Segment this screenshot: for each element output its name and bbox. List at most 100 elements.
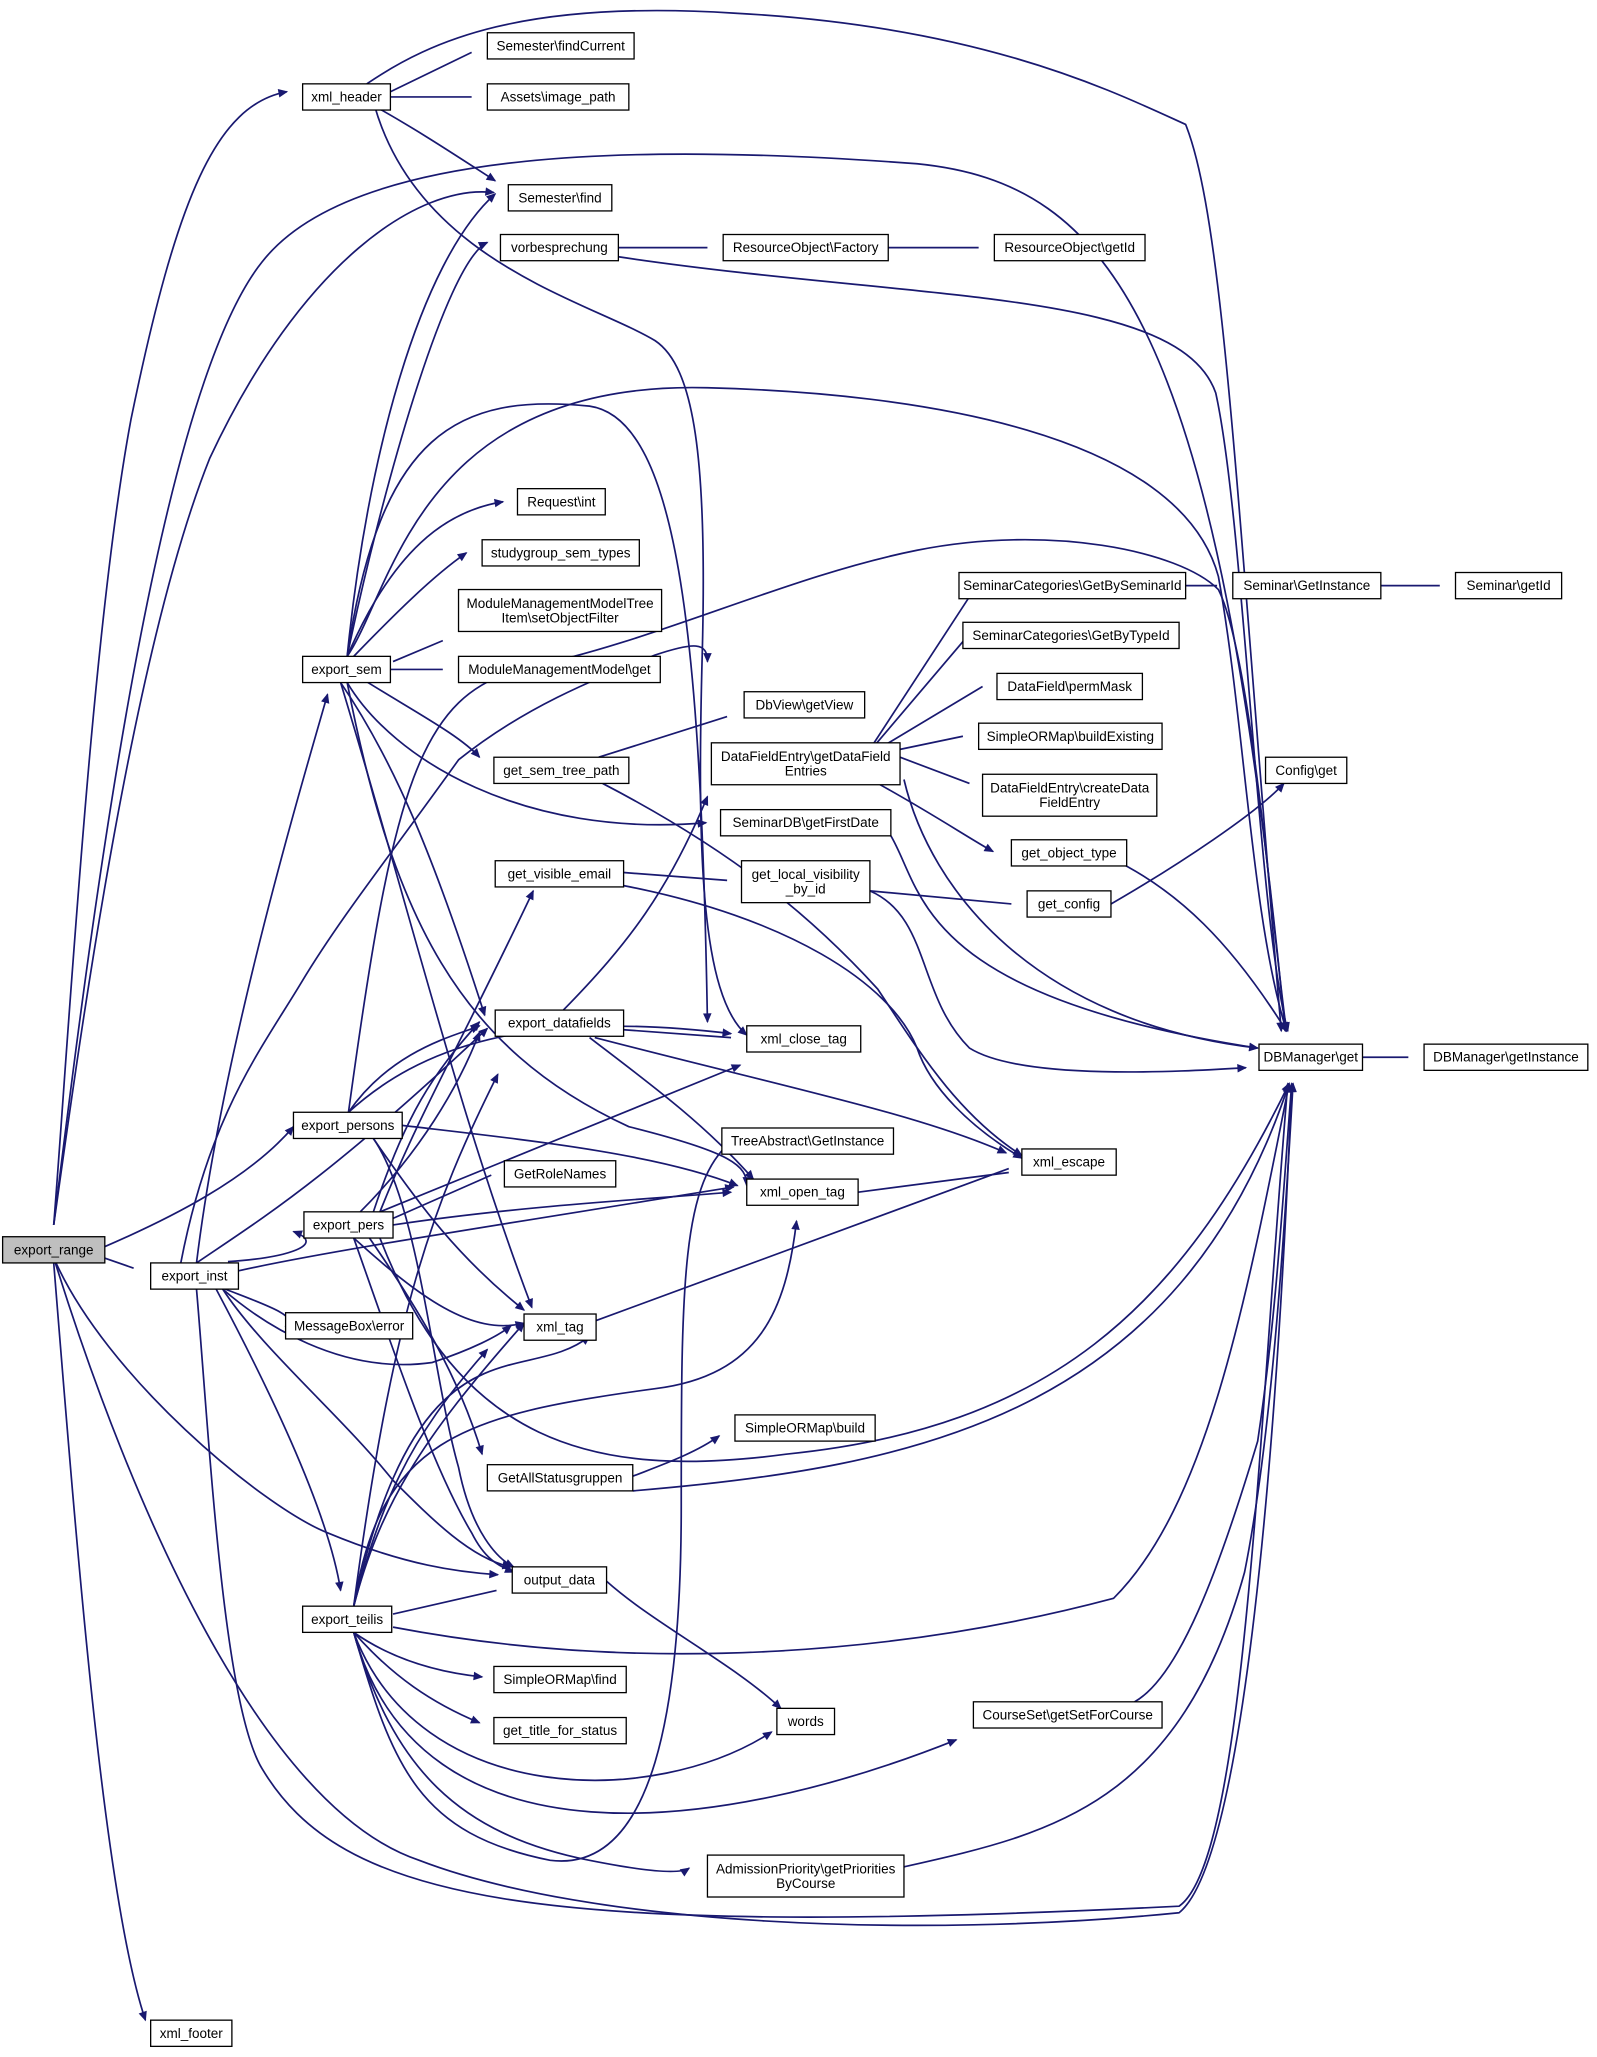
node-export-range[interactable]: export_range	[1, 1236, 106, 1264]
arrowhead	[771, 1699, 782, 1710]
node-module-tree-setObjectFilter[interactable]: ModuleManagementModelTreeItem\setObjectF…	[457, 588, 663, 633]
arrowhead	[744, 1169, 755, 1181]
node-label: xml_tag	[536, 1320, 583, 1335]
node-export-datafields[interactable]: export_datafields	[494, 1009, 625, 1037]
node-box	[1232, 571, 1382, 600]
node-export-inst[interactable]: export_inst	[150, 1262, 240, 1290]
node-output-data[interactable]: output_data	[511, 1566, 608, 1594]
arrowhead	[730, 1064, 742, 1073]
arrowhead	[335, 1581, 344, 1592]
call-edge	[346, 682, 748, 1186]
node-get-sem-tree-path[interactable]: get_sem_tree_path	[493, 756, 630, 785]
node-config-get[interactable]: Config\get	[1264, 756, 1348, 785]
node-export-teilis[interactable]: export_teilis	[301, 1605, 393, 1634]
arrowhead	[478, 1027, 489, 1038]
node-box	[516, 488, 606, 516]
node-semester-findCurrent[interactable]: Semester\findCurrent	[486, 32, 635, 60]
node-messagebox-error[interactable]: MessageBox\error	[284, 1312, 414, 1340]
arrowhead	[679, 1867, 691, 1877]
node-dbmanager-get[interactable]: DBManager\get	[1258, 1043, 1364, 1071]
node-box	[776, 1707, 836, 1736]
node-xml-open-tag[interactable]: xml_open_tag	[746, 1178, 859, 1206]
node-box	[972, 1701, 1163, 1729]
call-edge	[618, 255, 1289, 1032]
node-seminarcategories-getBySeminarId[interactable]: SeminarCategories\GetBySeminarId	[958, 571, 1187, 600]
node-box	[457, 655, 661, 684]
call-edge	[346, 682, 707, 826]
node-export-persons[interactable]: export_persons	[292, 1111, 403, 1140]
call-edge	[1110, 857, 1288, 1032]
node-export-pers[interactable]: export_pers	[303, 1211, 394, 1239]
node-xml-tag[interactable]: xml_tag	[523, 1313, 597, 1341]
node-label: get_local_visibility	[752, 867, 860, 882]
node-get-object-type[interactable]: get_object_type	[1010, 839, 1128, 867]
node-get-title-for-status[interactable]: get_title_for_status	[493, 1716, 627, 1745]
node-label: export_sem	[311, 662, 382, 677]
node-request-int[interactable]: Request\int	[516, 488, 606, 516]
node-box	[493, 756, 630, 785]
node-getAllStatusgruppen[interactable]: GetAllStatusgruppen	[486, 1464, 634, 1492]
call-edge	[196, 1027, 488, 1264]
call-edge	[899, 735, 964, 751]
node-treeabstract-getInstance[interactable]: TreeAbstract\GetInstance	[721, 1127, 895, 1155]
node-xml-header[interactable]: xml_header	[301, 83, 392, 111]
node-assets-image-path[interactable]: Assets\image_path	[486, 83, 630, 111]
call-edge	[222, 1288, 512, 1568]
node-datafield-permMask[interactable]: DataField\permMask	[996, 672, 1144, 701]
node-box	[734, 1414, 876, 1442]
node-dbview-getView[interactable]: DbView\getView	[743, 691, 866, 719]
node-label: export_inst	[162, 1269, 228, 1284]
node-seminarcategories-getByTypeId[interactable]: SeminarCategories\GetByTypeId	[962, 621, 1180, 650]
call-edge	[877, 782, 994, 853]
arrowhead	[515, 1322, 525, 1333]
arrowhead	[996, 1145, 1008, 1154]
node-xml-footer[interactable]: xml_footer	[150, 2019, 233, 2048]
node-words[interactable]: words	[776, 1707, 836, 1736]
node-simpleormap-find[interactable]: SimpleORMap\find	[493, 1665, 627, 1694]
node-get-visible-email[interactable]: get_visible_email	[494, 860, 625, 888]
node-box	[746, 1178, 859, 1206]
call-edge	[238, 1186, 734, 1272]
node-resourceobject-factory[interactable]: ResourceObject\Factory	[722, 233, 889, 262]
arrowhead	[1275, 782, 1285, 793]
node-label: CourseSet\getSetForCourse	[983, 1707, 1153, 1722]
arrowhead	[700, 795, 709, 807]
arrowhead	[485, 172, 497, 182]
node-get-config[interactable]: get_config	[1026, 890, 1112, 918]
call-edge	[379, 1083, 1290, 1463]
node-label: SeminarDB\getFirstDate	[733, 815, 879, 830]
node-label: GetRoleNames	[514, 1166, 607, 1181]
node-export-sem[interactable]: export_sem	[301, 655, 392, 684]
node-box	[746, 1025, 862, 1053]
call-edge	[52, 153, 1287, 1226]
node-label: get_sem_tree_path	[503, 763, 619, 778]
node-semester-find[interactable]: Semester\find	[507, 184, 613, 212]
node-getRoleNames[interactable]: GetRoleNames	[503, 1160, 617, 1188]
node-seminardb-getFirstDate[interactable]: SeminarDB\getFirstDate	[719, 808, 892, 837]
node-simpleormap-buildExisting[interactable]: SimpleORMap\buildExisting	[977, 722, 1163, 751]
node-vorbesprechung[interactable]: vorbesprechung	[499, 233, 620, 262]
node-seminar-getInstance[interactable]: Seminar\GetInstance	[1232, 571, 1382, 600]
call-edge	[379, 890, 534, 1213]
node-get-local-visibility-by-id[interactable]: get_local_visibility_by_id	[740, 860, 871, 904]
node-box	[486, 1464, 634, 1492]
arrowhead	[791, 1219, 800, 1230]
call-edge	[52, 90, 288, 1226]
node-seminar-getId[interactable]: Seminar\getId	[1454, 571, 1563, 600]
call-edge	[390, 51, 473, 93]
node-simpleormap-build[interactable]: SimpleORMap\build	[734, 1414, 876, 1442]
call-edge	[195, 1083, 1289, 1918]
node-studygroup-sem-types[interactable]: studygroup_sem_types	[481, 539, 640, 567]
node-label: DbView\getView	[755, 697, 853, 712]
call-edge	[373, 105, 748, 1036]
node-dbmanager-getInstance[interactable]: DBManager\getInstance	[1423, 1043, 1589, 1071]
node-courseset-getSetForCourse[interactable]: CourseSet\getSetForCourse	[972, 1701, 1163, 1729]
node-xml-close-tag[interactable]: xml_close_tag	[746, 1025, 862, 1053]
node-label: Semester\find	[518, 190, 601, 205]
node-xml-escape[interactable]: xml_escape	[1021, 1148, 1117, 1176]
node-module-model-get[interactable]: ModuleManagementModel\get	[457, 655, 661, 684]
node-resourceobject-getId[interactable]: ResourceObject\getId	[993, 233, 1146, 262]
